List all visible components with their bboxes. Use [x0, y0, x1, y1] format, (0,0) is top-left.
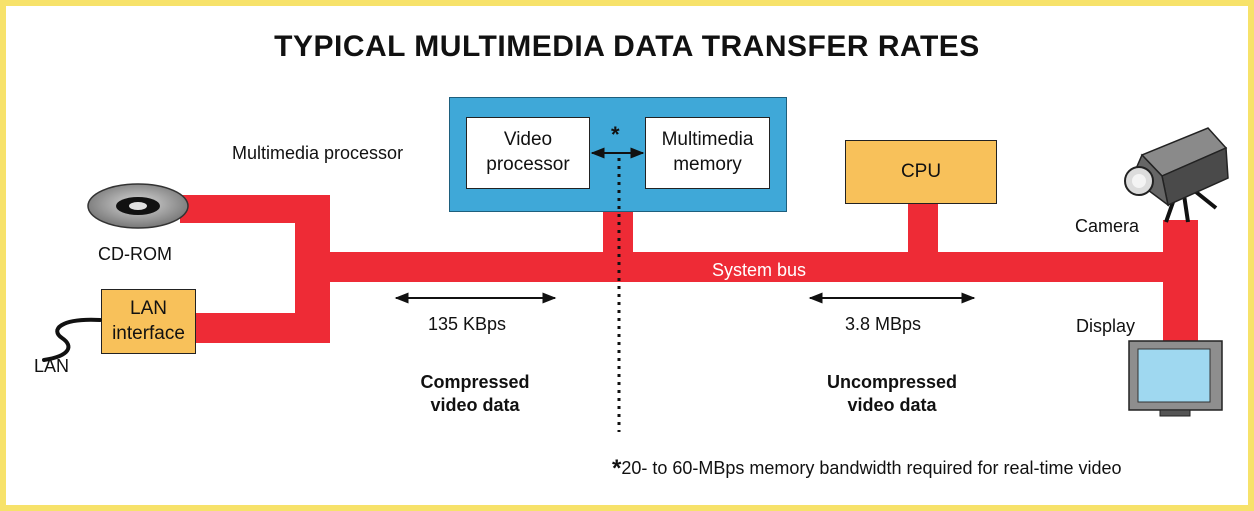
- camera-icon: [1124, 127, 1229, 223]
- video-processor-line1: Video: [503, 129, 553, 151]
- display-monitor-icon: [1128, 340, 1223, 417]
- camera-display-bus: [1163, 220, 1198, 350]
- cdrom-label: CD-ROM: [98, 244, 172, 264]
- video-processor-box: Video processor: [466, 117, 590, 189]
- cpu-box: CPU: [845, 140, 997, 204]
- system-bus-label: System bus: [712, 260, 807, 280]
- memory-line2: memory: [673, 154, 742, 175]
- uncompressed-line1: Uncompressed: [826, 372, 958, 392]
- diagram-title: TYPICAL MULTIMEDIA DATA TRANSFER RATES: [274, 30, 980, 63]
- uncompressed-line2: video data: [847, 394, 937, 415]
- memory-asterisk: *: [611, 122, 620, 147]
- system-bus: [295, 252, 1198, 282]
- memory-line1: Multimedia: [661, 129, 754, 151]
- multimedia-memory-box: Multimedia memory: [645, 117, 770, 189]
- footnote-star: *: [612, 455, 622, 482]
- compressed-line2: video data: [430, 394, 520, 415]
- lan-bus-arm: [190, 313, 330, 343]
- lan-interface-line2: interface: [112, 322, 185, 344]
- camera-label: Camera: [1075, 216, 1140, 236]
- cpu-bus-stub: [908, 204, 938, 256]
- lan-cable-icon: [42, 317, 102, 362]
- compressed-line1: Compressed: [420, 372, 530, 392]
- cdrom-icon: [87, 183, 189, 229]
- cpu-label: CPU: [900, 160, 942, 182]
- uncompressed-rate-label: 3.8 MBps: [845, 314, 922, 334]
- lan-interface-line1: LAN: [130, 297, 167, 319]
- processor-bus-stub: [603, 212, 633, 257]
- display-label: Display: [1076, 316, 1136, 336]
- lan-interface-box: LAN interface: [101, 289, 196, 354]
- footnote-text: 20- to 60-MBps memory bandwidth required…: [621, 458, 1122, 478]
- compressed-rate-label: 135 KBps: [428, 314, 507, 334]
- video-processor-line2: processor: [486, 154, 570, 175]
- multimedia-processor-label: Multimedia processor: [232, 143, 404, 163]
- footnote: *20- to 60-MBps memory bandwidth require…: [612, 455, 1122, 483]
